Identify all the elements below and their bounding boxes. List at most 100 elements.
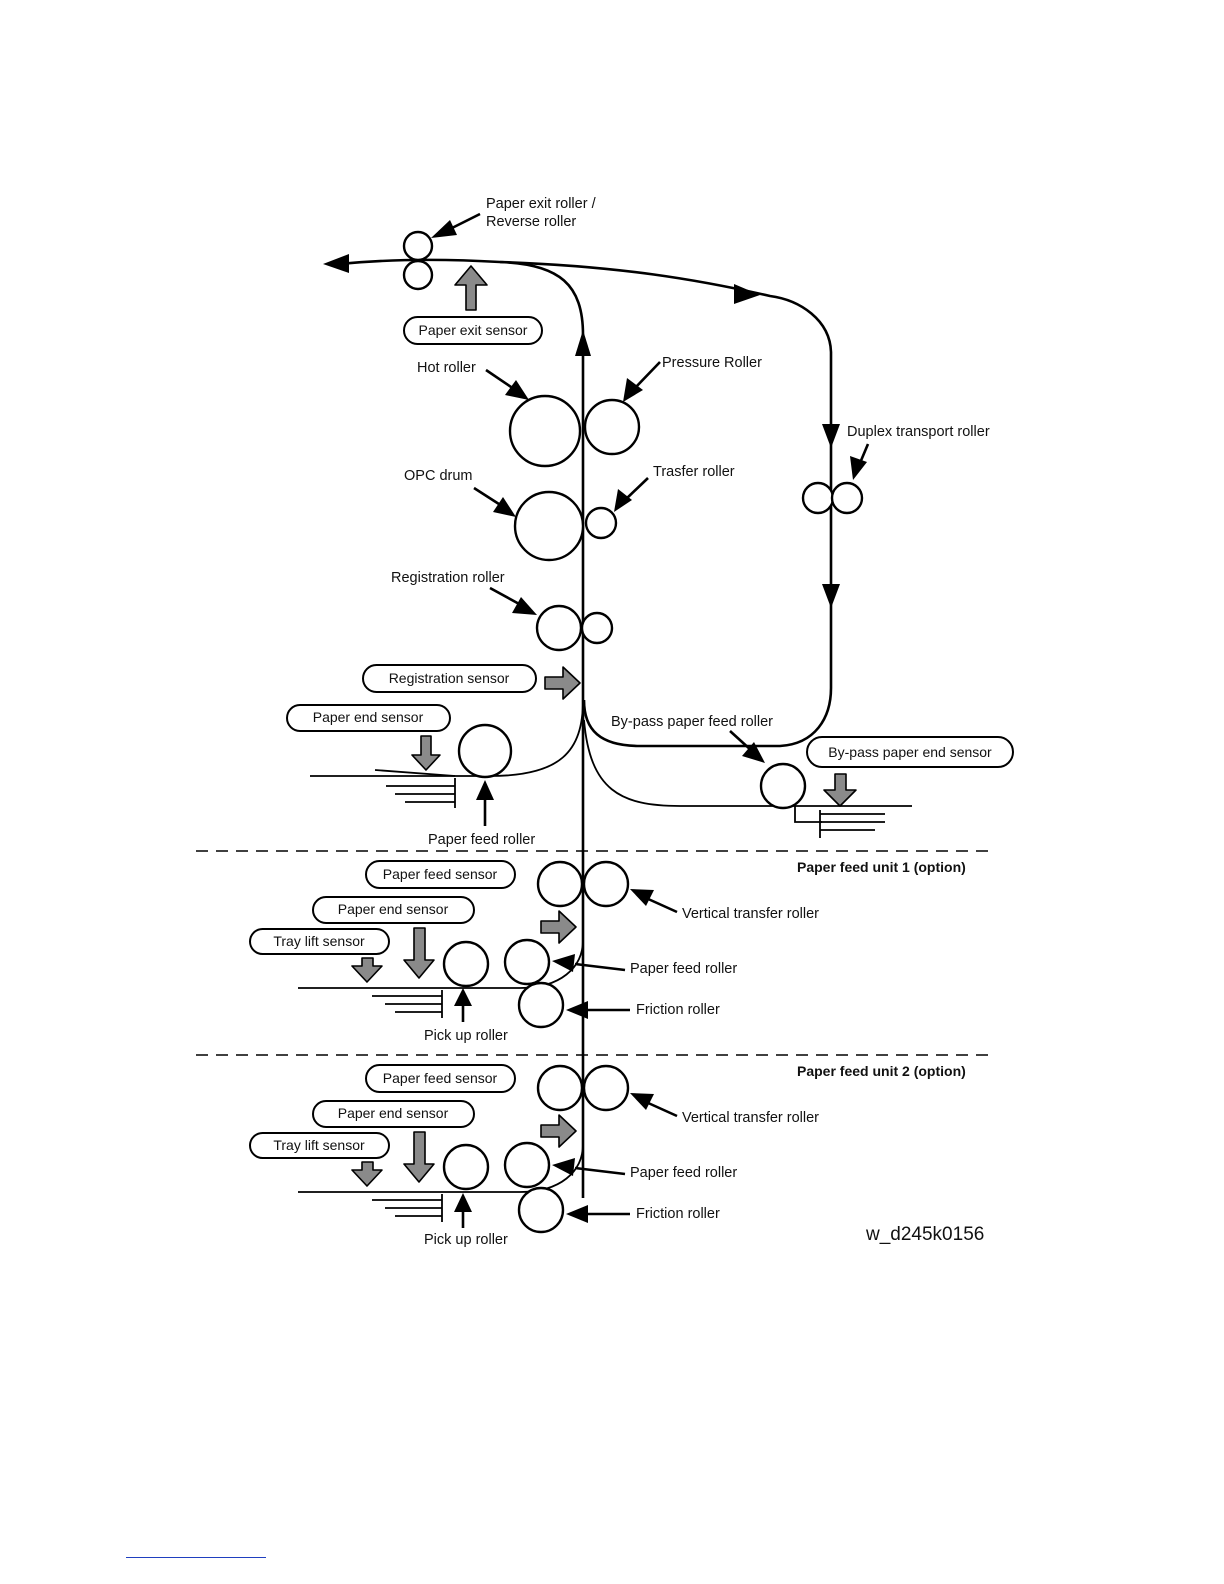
svg-text:Paper feed sensor: Paper feed sensor bbox=[383, 866, 498, 882]
unit2-title: Paper feed unit 2 (option) bbox=[797, 1063, 966, 1079]
duplex-path-arrow-low bbox=[822, 584, 840, 608]
registration-sensor-arrow bbox=[544, 666, 581, 700]
unit1-friction-roller-label: Friction roller bbox=[636, 1002, 720, 1018]
transfer-roller-pointer bbox=[614, 489, 632, 512]
unit2-paper-feed-roller bbox=[503, 1141, 551, 1189]
unit1-paper-feed-sensor-arrow bbox=[540, 910, 577, 944]
hot-roller-label: Hot roller bbox=[417, 360, 476, 376]
hot-roller-pointer bbox=[505, 380, 529, 400]
unit1-tray-path bbox=[298, 939, 584, 989]
unit2-vertical-transfer-label: Vertical transfer roller bbox=[682, 1110, 819, 1126]
unit1-paper-feed-roller-label: Paper feed roller bbox=[630, 961, 737, 977]
unit2-vertical-transfer-roller-right bbox=[582, 1064, 630, 1112]
registration-roller-right bbox=[580, 611, 614, 645]
unit1-pick-up-roller-pointer bbox=[454, 988, 472, 1006]
unit2-tray-lift-sensor-arrow bbox=[351, 1161, 383, 1187]
duplex-path bbox=[499, 260, 833, 748]
hot-roller bbox=[508, 394, 582, 468]
unit2-paper-feed-roller-label: Paper feed roller bbox=[630, 1165, 737, 1181]
bypass-feed-roller bbox=[759, 762, 807, 810]
paper-feed-roller-main-pointer bbox=[476, 780, 494, 800]
transfer-roller bbox=[584, 506, 618, 540]
opc-drum-pointer bbox=[493, 497, 516, 517]
pressure-roller bbox=[583, 398, 641, 456]
paper-exit-roller-lower bbox=[402, 259, 434, 291]
unit1-title: Paper feed unit 1 (option) bbox=[797, 859, 966, 875]
svg-text:By-pass paper end sensor: By-pass paper end sensor bbox=[828, 744, 992, 760]
unit1-paper-feed-roller bbox=[503, 938, 551, 986]
duplex-path-arrow-top bbox=[734, 284, 760, 304]
main-tray-path bbox=[310, 699, 584, 777]
unit2-paper-end-sensor-arrow bbox=[403, 1131, 435, 1183]
duplex-transport-roller-right bbox=[830, 481, 864, 515]
unit2-tray-stack bbox=[372, 1194, 443, 1222]
unit1-vertical-transfer-roller-right bbox=[582, 860, 630, 908]
unit1-friction-roller bbox=[517, 981, 565, 1029]
unit1-vertical-transfer-roller-left bbox=[536, 860, 584, 908]
duplex-path-arrow-mid bbox=[822, 424, 840, 448]
unit2-tray-path bbox=[298, 1143, 584, 1193]
opc-drum bbox=[513, 490, 585, 562]
component-labels: Paper exit roller / Reverse roller Hot r… bbox=[391, 196, 990, 1248]
unit2-vertical-transfer-roller-left bbox=[536, 1064, 584, 1112]
rollers bbox=[402, 230, 864, 1234]
svg-text:Registration sensor: Registration sensor bbox=[389, 670, 510, 686]
unit1-tray-lift-sensor: Tray lift sensor bbox=[249, 928, 390, 955]
unit1-tray-lift-sensor-arrow bbox=[351, 957, 383, 983]
paper-exit-roller-upper bbox=[402, 230, 434, 262]
footnote-rule bbox=[126, 1557, 266, 1558]
unit2-friction-roller-label: Friction roller bbox=[636, 1206, 720, 1222]
pointer-arrows bbox=[431, 212, 870, 1228]
unit2-pick-up-roller-label: Pick up roller bbox=[424, 1232, 508, 1248]
paper-exit-roller-label-line1: Paper exit roller / bbox=[486, 196, 597, 212]
paper-paths bbox=[298, 254, 912, 1198]
paper-exit-roller-pointer bbox=[431, 220, 457, 238]
exit-path-arrow bbox=[323, 254, 349, 273]
unit1-paper-feed-roller-pointer bbox=[552, 954, 575, 972]
svg-text:Tray lift sensor: Tray lift sensor bbox=[273, 933, 365, 949]
unit2-pick-up-roller bbox=[442, 1143, 490, 1191]
svg-text:Paper feed sensor: Paper feed sensor bbox=[383, 1070, 498, 1086]
svg-text:Tray lift sensor: Tray lift sensor bbox=[273, 1137, 365, 1153]
pressure-roller-pointer bbox=[623, 378, 643, 402]
unit1-pick-up-roller-label: Pick up roller bbox=[424, 1028, 508, 1044]
unit2-paper-feed-sensor: Paper feed sensor bbox=[365, 1064, 516, 1093]
duplex-transport-roller-pointer bbox=[850, 456, 867, 480]
unit1-pick-up-roller bbox=[442, 940, 490, 988]
paper-exit-sensor: Paper exit sensor bbox=[403, 316, 543, 345]
unit2-pick-up-roller-pointer bbox=[454, 1193, 472, 1212]
bypass-paper-end-sensor: By-pass paper end sensor bbox=[806, 736, 1014, 768]
unit1-paper-feed-sensor: Paper feed sensor bbox=[365, 860, 516, 889]
unit1-vertical-transfer-label: Vertical transfer roller bbox=[682, 906, 819, 922]
svg-text:Paper exit sensor: Paper exit sensor bbox=[419, 322, 528, 338]
sensor-labels: Paper exit sensor Registration sensor Pa… bbox=[249, 316, 1014, 1159]
svg-text:Paper end sensor: Paper end sensor bbox=[338, 1105, 449, 1121]
registration-roller-left bbox=[535, 604, 583, 652]
pressure-roller-label: Pressure Roller bbox=[662, 355, 762, 371]
unit2-friction-roller bbox=[517, 1186, 565, 1234]
svg-text:Paper end sensor: Paper end sensor bbox=[313, 709, 424, 725]
unit1-tray-stack bbox=[372, 990, 443, 1018]
unit1-paper-end-sensor-arrow bbox=[403, 927, 435, 979]
unit2-paper-end-sensor: Paper end sensor bbox=[312, 1100, 475, 1128]
sensor-arrows bbox=[351, 265, 857, 1187]
bypass-paper-end-sensor-arrow bbox=[823, 773, 857, 807]
unit1-vertical-transfer-pointer bbox=[630, 889, 654, 906]
unit2-paper-feed-sensor-arrow bbox=[540, 1114, 577, 1148]
paper-end-sensor-arrow-main bbox=[411, 735, 441, 771]
paper-feed-roller-main bbox=[457, 723, 513, 779]
unit2-vertical-transfer-pointer bbox=[630, 1093, 654, 1110]
unit2-tray-lift-sensor: Tray lift sensor bbox=[249, 1132, 390, 1159]
opc-drum-label: OPC drum bbox=[404, 468, 473, 484]
paper-feed-roller-main-label: Paper feed roller bbox=[428, 832, 535, 848]
bypass-feed-roller-label: By-pass paper feed roller bbox=[611, 714, 773, 730]
main-tray-stack bbox=[374, 769, 456, 808]
figure-code: w_d245k0156 bbox=[865, 1224, 984, 1245]
transfer-roller-label: Trasfer roller bbox=[653, 464, 735, 480]
registration-sensor: Registration sensor bbox=[362, 664, 537, 693]
unit2-paper-feed-roller-pointer bbox=[552, 1158, 575, 1176]
duplex-transport-roller-left bbox=[801, 481, 835, 515]
registration-roller-pointer bbox=[512, 597, 537, 615]
unit1-friction-roller-pointer bbox=[566, 1001, 588, 1019]
paper-end-sensor-main: Paper end sensor bbox=[286, 704, 451, 732]
